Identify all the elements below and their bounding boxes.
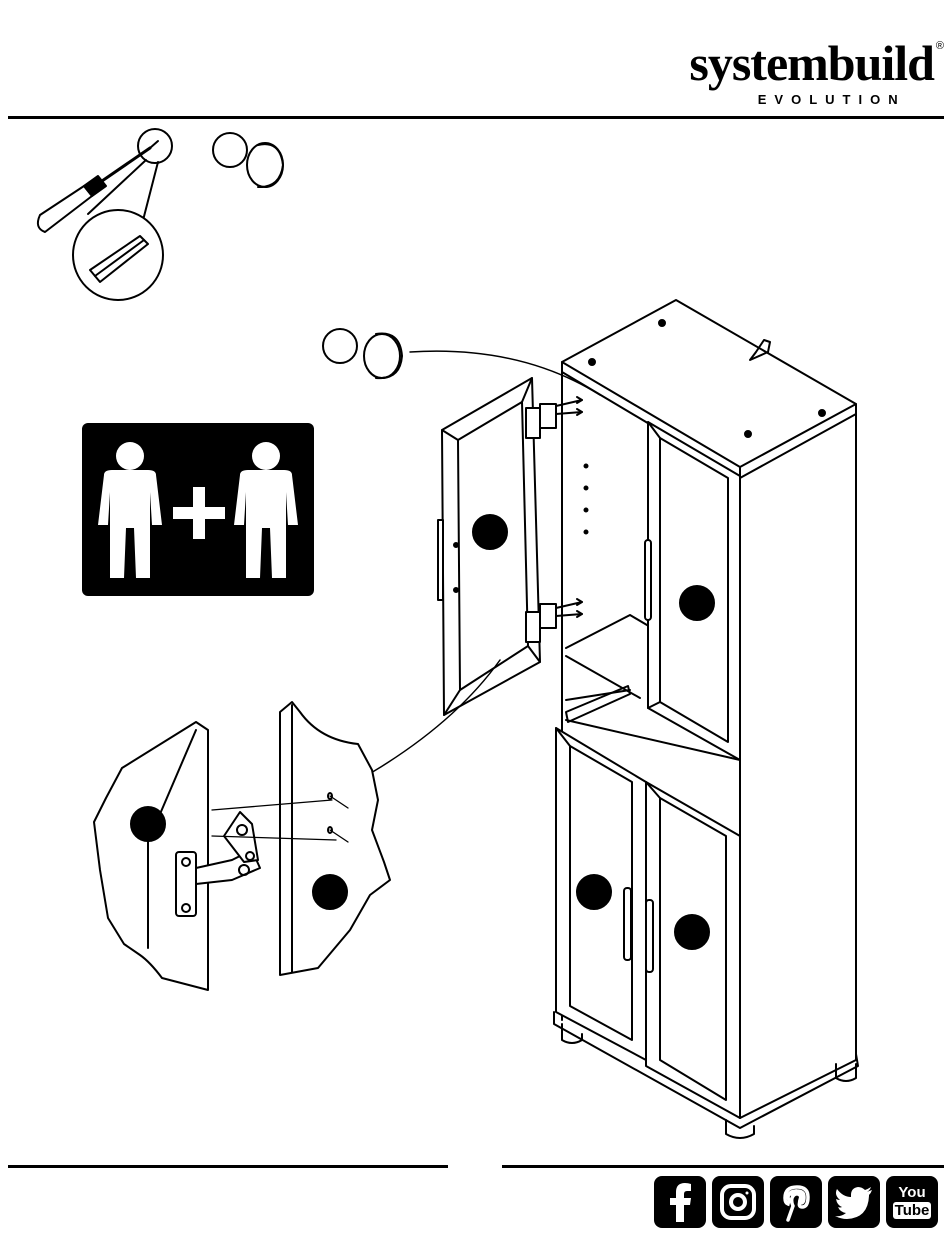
cam-cover-icon <box>323 329 600 395</box>
instagram-icon[interactable] <box>712 1176 764 1228</box>
pinterest-icon[interactable] <box>770 1176 822 1228</box>
open-door <box>350 378 582 785</box>
social-links: You Tube <box>654 1176 938 1228</box>
screwdriver-icon <box>38 129 172 300</box>
two-person-icon <box>82 423 314 596</box>
facebook-icon[interactable] <box>654 1176 706 1228</box>
cabinet <box>554 300 858 1138</box>
twitter-icon[interactable] <box>828 1176 880 1228</box>
cam-cover-icon <box>213 133 283 187</box>
youtube-label-bottom: Tube <box>893 1202 932 1219</box>
youtube-label-top: You <box>893 1185 932 1200</box>
hinge-icon <box>94 702 390 990</box>
youtube-icon[interactable]: You Tube <box>886 1176 938 1228</box>
